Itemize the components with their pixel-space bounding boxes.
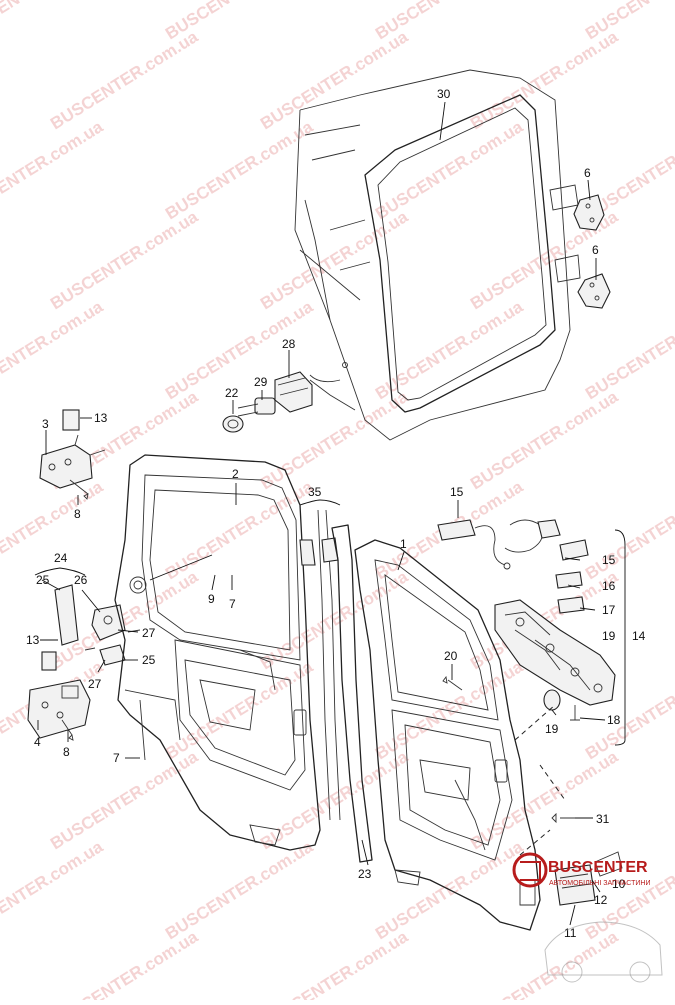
callout-22: 22: [225, 386, 239, 400]
leader-lines: [37, 101, 606, 926]
callout-27-lower: 27: [88, 677, 102, 691]
callout-1: 1: [400, 537, 407, 551]
watermark-text: BUSCENTER.com.ua: [162, 477, 317, 584]
watermark-text: BUSCENTER.com.ua: [582, 837, 675, 944]
callout-26: 26: [74, 573, 88, 587]
callout-20: 20: [444, 649, 458, 663]
watermark-text: BUSCENTER.com.ua: [257, 207, 412, 314]
callout-13-lower: 13: [26, 633, 40, 647]
watermark-text: BUSCENTER.com.ua: [0, 297, 107, 404]
wiring-harness-15: [437, 519, 561, 570]
van-rear-body: [294, 69, 581, 441]
callout-9: 9: [208, 592, 215, 606]
buscenter-logo: BUSCENTER АВТОМОБІЛЬНІ ЗАПЧАСТИНИ: [512, 852, 663, 983]
callout-6-lower: 6: [592, 243, 599, 257]
watermark-text: BUSCENTER.com.ua: [257, 27, 412, 134]
watermark-text: BUSCENTER.com.ua: [257, 927, 412, 1000]
callout-labels: 30 6 6 28 29 22 13 3 8 2 35 9 7 24 25 26…: [26, 87, 646, 940]
watermark-text: BUSCENTER.com.ua: [372, 117, 527, 224]
hinge-plate-6-lower: [577, 273, 611, 309]
callout-18: 18: [607, 713, 621, 727]
callout-25-lower: 25: [142, 653, 156, 667]
watermark-text: BUSCENTER.com.ua: [0, 837, 107, 944]
callout-24: 24: [54, 551, 68, 565]
watermark-text: BUSCENTER.com.ua: [467, 27, 622, 134]
callout-8-upper: 8: [74, 507, 81, 521]
watermark-text: BUSCENTER.com.ua: [467, 927, 622, 1000]
buffer-assembly: [222, 371, 313, 433]
callout-28: 28: [282, 337, 296, 351]
lock-assembly-14: [494, 599, 616, 706]
watermark-text: BUSCENTER.com.ua: [47, 27, 202, 134]
watermark-text: BUSCENTER.com.ua: [257, 567, 412, 674]
callout-3: 3: [42, 417, 49, 431]
callout-10: 10: [612, 877, 626, 891]
callout-27-upper: 27: [142, 626, 156, 640]
watermark-text: BUSCENTER.com.ua: [162, 657, 317, 764]
callout-8-lower: 8: [63, 745, 70, 759]
callout-6-upper: 6: [584, 166, 591, 180]
watermark-text: BUSCENTER.com.ua: [47, 927, 202, 1000]
watermark-text: BUSCENTER.com.ua: [47, 747, 202, 854]
callout-30: 30: [437, 87, 451, 101]
seal-strip-23: [331, 524, 373, 863]
watermark-text: BUSCENTER.com.ua: [162, 117, 317, 224]
callout-16: 16: [602, 579, 616, 593]
callout-12: 12: [594, 893, 608, 907]
watermark-text: BUSCENTER.com.ua: [257, 747, 412, 854]
hinge-plate-6-upper: [573, 194, 605, 231]
watermark-text: BUSCENTER.com.ua: [0, 117, 107, 224]
logo-tagline: АВТОМОБІЛЬНІ ЗАПЧАСТИНИ: [549, 880, 650, 887]
watermark-text: BUSCENTER.com.ua: [467, 387, 622, 494]
callout-15-lower: 15: [602, 553, 616, 567]
watermark-text: BUSCENTER.com.ua: [47, 207, 202, 314]
callout-2: 2: [232, 467, 239, 481]
callout-19-lower: 19: [545, 722, 559, 736]
watermark-text: BUSCENTER.com.ua: [372, 297, 527, 404]
upper-hinge-3: [39, 409, 106, 500]
watermark-text: BUSCENTER.com.ua: [0, 477, 107, 584]
center-hinge-24: [41, 584, 141, 671]
watermark-text: BUSCENTER.com.ua: [0, 0, 107, 43]
watermark-text: BUSCENTER.com.ua: [372, 657, 527, 764]
callout-13-upper: 13: [94, 411, 108, 425]
callout-7-upper: 7: [229, 597, 236, 611]
callout-14: 14: [632, 629, 646, 643]
watermark-text: BUSCENTER.com.ua: [582, 297, 675, 404]
callout-29: 29: [254, 375, 268, 389]
callout-17: 17: [602, 603, 616, 617]
callout-7-lower: 7: [113, 751, 120, 765]
callout-15-upper: 15: [450, 485, 464, 499]
callout-4: 4: [34, 735, 41, 749]
striker-11-12: [554, 864, 596, 906]
callout-19-right: 19: [602, 629, 616, 643]
sealing-strips-35: [299, 509, 341, 821]
lower-hinge-4: [27, 679, 91, 741]
watermark-text: BUSCENTER.com.ua: [162, 837, 317, 944]
lock-parts-16-17: [555, 539, 589, 614]
left-door-2: [114, 454, 321, 851]
logo-brand: BUSCENTER: [548, 859, 648, 876]
callout-23: 23: [358, 867, 372, 881]
right-door-1: [354, 539, 541, 931]
callout-35: 35: [308, 485, 322, 499]
callout-31: 31: [596, 812, 610, 826]
callout-25-upper: 25: [36, 573, 50, 587]
watermark-text: BUSCENTER.com.ua: [582, 477, 675, 584]
